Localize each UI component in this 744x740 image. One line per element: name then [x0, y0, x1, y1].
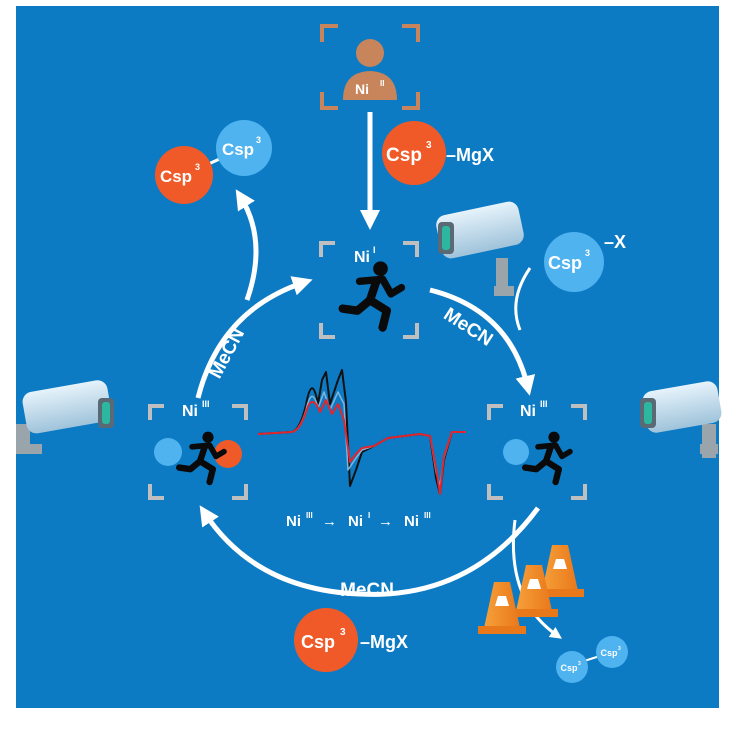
product-left-b-label: Csp — [222, 140, 254, 159]
product-left-b-superscript: 3 — [256, 135, 261, 145]
runner-icon — [521, 431, 573, 486]
reagent-top-tail: –MgX — [446, 145, 494, 165]
product-small-b-label: Csp — [600, 648, 618, 658]
arrow-center-to-right — [429, 287, 536, 396]
traffic-cone-icon — [478, 545, 584, 634]
security-camera-icon — [640, 381, 722, 458]
security-camera-icon — [436, 201, 524, 296]
halide-superscript: 3 — [585, 248, 590, 258]
mecn-bottom-label: MeCN — [340, 580, 394, 601]
sequence-ni-1-superscript: III — [306, 511, 313, 520]
reagent-top-label: Csp — [386, 145, 422, 166]
reagent-top-superscript: 3 — [426, 140, 432, 151]
security-camera-icon — [16, 380, 114, 454]
arrow-left-to-product — [235, 189, 259, 301]
spectrum-trace-red — [257, 399, 466, 495]
ni-iii-right: Ni III — [487, 399, 587, 500]
grignard-reagent-top: Csp 3 –MgX — [382, 121, 494, 185]
sequence-ni-1: Ni — [286, 513, 301, 530]
sequence-ni-2-superscript: I — [368, 511, 370, 520]
runner-icon — [338, 261, 406, 332]
frame-corners — [487, 404, 587, 500]
grignard-reagent-bottom: Csp 3 –MgX — [294, 608, 408, 672]
halide-label: Csp — [548, 253, 582, 273]
runner-icon — [175, 431, 227, 486]
blue-atom — [503, 439, 529, 465]
product-small-a-superscript: 3 — [578, 661, 581, 667]
ni-i-catalyst: Ni I — [319, 241, 419, 339]
ni-ii-precatalyst: Ni II — [320, 24, 420, 110]
sequence-ni-2: Ni — [348, 513, 363, 530]
coupling-product-left: Csp 3 Csp 3 — [155, 120, 272, 204]
ni-ii-label: Ni — [355, 81, 369, 97]
arrow-left-to-center — [195, 276, 313, 399]
halide-tail: –X — [604, 232, 626, 252]
frame-corners — [148, 404, 248, 500]
alkyl-halide: Csp 3 –X — [544, 232, 626, 292]
ni-iii-right-superscript: III — [540, 399, 548, 409]
ni-iii-left: Ni III — [148, 399, 248, 500]
sequence-arrow-2: → — [378, 513, 393, 530]
arrow-halide-in — [514, 267, 532, 331]
ni-iii-left-superscript: III — [202, 399, 210, 409]
reagent-bottom-tail: –MgX — [360, 632, 408, 652]
background-panel — [16, 6, 719, 708]
product-left-a-superscript: 3 — [195, 162, 200, 172]
ni-iii-left-label: Ni — [182, 403, 198, 420]
ni-ii-superscript: II — [380, 79, 384, 88]
ni-i-superscript: I — [373, 245, 376, 255]
reagent-bottom-label: Csp — [301, 632, 335, 652]
frame-corners — [320, 24, 420, 110]
sequence-ni-3: Ni — [404, 513, 419, 530]
arrow-side-product — [511, 519, 562, 639]
product-small-a-label: Csp — [560, 663, 578, 673]
sequence-ni-3-superscript: III — [424, 511, 431, 520]
epr-spectrum — [257, 369, 466, 495]
product-small-b-superscript: 3 — [618, 646, 621, 652]
ni-i-label: Ni — [354, 249, 370, 266]
oxidation-sequence: Ni III → Ni I → Ni III — [286, 511, 431, 530]
product-left-a-label: Csp — [160, 167, 192, 186]
arrow-right-to-left — [199, 505, 541, 597]
reagent-bottom-superscript: 3 — [340, 627, 346, 638]
orange-atom — [214, 440, 242, 468]
person-icon — [343, 39, 397, 100]
sequence-arrow-1: → — [322, 513, 337, 530]
blue-atom — [154, 438, 182, 466]
ni-iii-right-label: Ni — [520, 403, 536, 420]
side-product-small: Csp 3 Csp 3 — [556, 636, 628, 683]
frame-corners — [319, 241, 419, 339]
